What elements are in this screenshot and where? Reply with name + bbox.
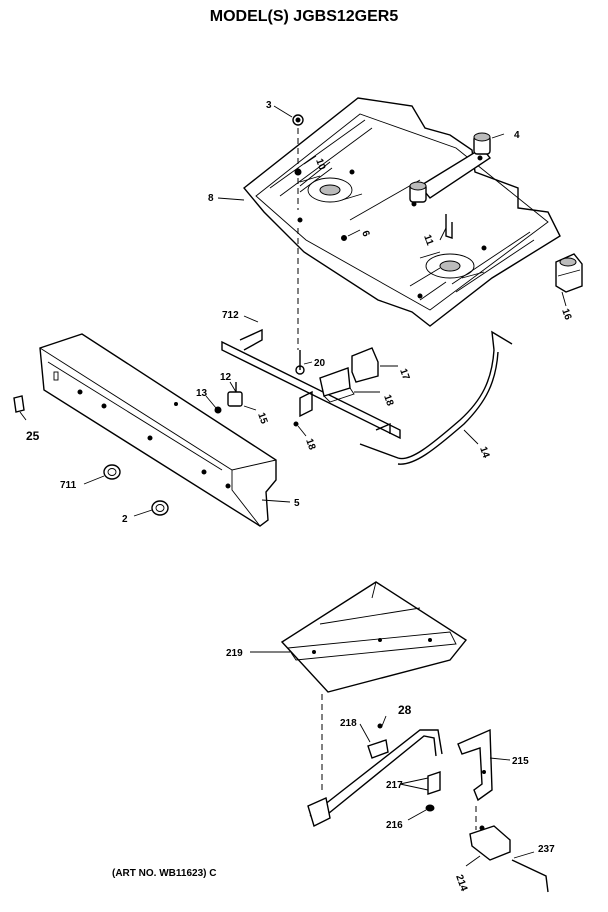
panel-knob-ring: [151, 500, 169, 516]
callout-20: 20: [314, 358, 326, 369]
tube-clip: [427, 771, 441, 795]
callout-labels: 3 4 10 8 6 11 16 712 20 17 12 13 15 18 1…: [26, 100, 573, 893]
callout-18-valve: 18: [381, 393, 395, 408]
callout-12: 12: [220, 372, 232, 383]
callout-4: 4: [514, 130, 520, 141]
callout-219: 219: [226, 648, 243, 659]
burner-bracket-assembly: [409, 132, 492, 207]
callout-18-screw: 18: [303, 437, 317, 452]
tube-nut: [425, 804, 435, 812]
callout-2: 2: [122, 514, 128, 525]
broiler-igniter: [469, 825, 511, 861]
callout-712: 712: [222, 310, 239, 321]
oven-thermostat: [555, 253, 583, 293]
valve-screw: [214, 406, 222, 414]
callout-5: 5: [294, 498, 300, 509]
panel-clip: [13, 395, 25, 413]
callout-215: 215: [512, 756, 529, 767]
orifice-screw: [377, 723, 383, 729]
callout-17: 17: [397, 367, 411, 382]
broiler-baffle: [280, 581, 468, 693]
callout-216: 216: [386, 820, 403, 831]
valve-bracket: [319, 367, 355, 403]
panel-grommet: [103, 464, 121, 480]
callout-218: 218: [340, 718, 357, 729]
bracket-screw: [293, 421, 299, 427]
broiler-tube-assembly: [307, 729, 443, 827]
callout-25: 25: [26, 429, 40, 443]
callout-16: 16: [559, 307, 573, 322]
tube-bend: [491, 330, 513, 351]
leader-lines: [19, 105, 567, 867]
callout-8: 8: [208, 193, 214, 204]
manifold-assembly: [221, 328, 401, 440]
callout-11: 11: [421, 233, 435, 247]
callout-711: 711: [60, 480, 77, 491]
callout-28: 28: [398, 703, 412, 717]
safety-valve: [351, 347, 379, 383]
callout-15: 15: [255, 411, 269, 426]
art-number: (ART NO. WB11623) C: [112, 868, 217, 879]
callout-217: 217: [386, 780, 403, 791]
diagram-title: MODEL(S) JGBS12GER5: [209, 8, 399, 25]
callout-13: 13: [196, 388, 208, 399]
capillary-tube: [359, 349, 499, 465]
pan-screw: [341, 235, 347, 241]
igniter-wire: [511, 859, 549, 893]
callout-237: 237: [538, 844, 555, 855]
callout-14: 14: [477, 445, 491, 460]
igniter-bracket: [457, 728, 493, 802]
burner-box-pan: [243, 97, 561, 327]
pan-clip: [445, 214, 453, 239]
control-panel: [39, 333, 277, 527]
top-screw-set: [292, 114, 304, 350]
callout-10: 10: [313, 157, 327, 172]
callout-3: 3: [266, 100, 272, 111]
callout-6: 6: [359, 229, 371, 238]
callout-214: 214: [453, 873, 469, 893]
